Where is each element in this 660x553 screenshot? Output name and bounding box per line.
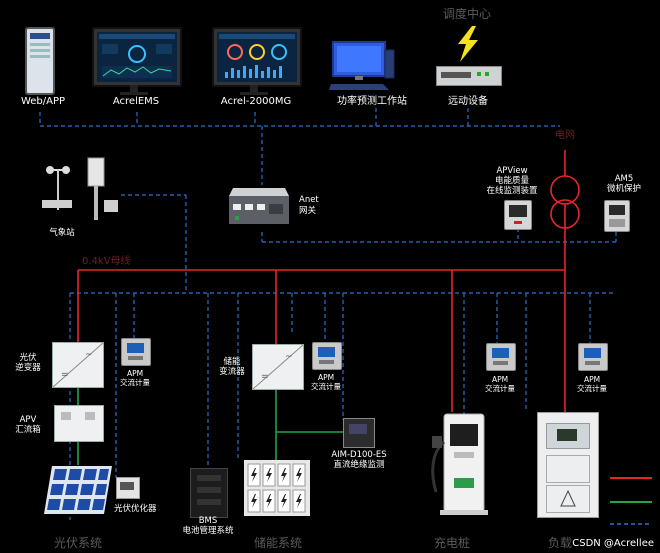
label-ac-meter-1: 交流计量: [120, 378, 150, 387]
ems-monitor-base: [120, 92, 148, 95]
ems-monitor: [92, 27, 182, 87]
storage-converter-icon: =~: [252, 344, 304, 390]
label-apm-1: APM: [126, 369, 144, 378]
label-ac-meter-4: 交流计量: [577, 384, 607, 393]
label-gateway-model: Anet: [299, 195, 319, 205]
svg-text:~: ~: [85, 350, 93, 360]
svg-text:~: ~: [285, 352, 293, 362]
label-aim: 直流绝缘监测: [333, 460, 385, 470]
label-apm-3: APM: [491, 375, 509, 384]
label-forecast: 功率预测工作站: [337, 96, 407, 107]
dc-lines: [77, 386, 343, 465]
label-charger: 充电桩: [433, 536, 471, 550]
apm-meter-icon-3: [486, 343, 516, 371]
am5-device-icon: [604, 200, 630, 232]
mg-monitor: [212, 27, 302, 87]
pv-inverter-icon: =~: [52, 342, 104, 388]
label-grid: 电网: [555, 130, 575, 141]
ev-charger-icon: [424, 412, 494, 516]
label-dispatch: 调度中心: [442, 7, 492, 21]
apview-device-icon: [504, 200, 532, 230]
label-pv-inverter-2: 逆变器: [15, 363, 41, 373]
pv-optimizer-icon: [116, 477, 140, 499]
label-weather: 气象站: [49, 228, 75, 238]
apm-meter-icon-1: [121, 338, 151, 366]
label-am5: 微机保护: [606, 184, 642, 194]
label-apm-2: APM: [317, 373, 335, 382]
label-mg: Acrel-2000MG: [220, 96, 292, 107]
label-gateway: 网关: [299, 206, 317, 216]
label-apview-model: APView: [496, 166, 528, 176]
label-pv-inverter-1: 光伏: [19, 353, 37, 363]
label-pv-optimizer: 光伏优化器: [114, 504, 157, 514]
label-storage-system: 储能系统: [253, 536, 303, 550]
ems-monitor-stand: [130, 85, 138, 93]
label-apv-model: APV: [19, 415, 37, 425]
label-bms-model: BMS: [198, 516, 218, 526]
workstation-icon: [329, 40, 395, 92]
watermark: CSDN @Acrellee: [572, 538, 654, 549]
lightning-icon: [452, 26, 484, 62]
mg-dashboard-icon: [219, 34, 295, 78]
label-pv-system: 光伏系统: [53, 536, 103, 550]
battery-rack-icon: [244, 460, 310, 516]
label-apm-4: APM: [583, 375, 601, 384]
svg-text:=: =: [61, 370, 69, 380]
label-load: 负载: [547, 536, 573, 550]
line-legend: [610, 477, 652, 525]
apm-meter-icon-4: [578, 343, 608, 371]
label-webapp: Web/APP: [20, 96, 66, 107]
label-bms: 电池管理系统: [182, 526, 234, 536]
label-aim-model: AIM-D100-ES: [331, 450, 387, 460]
label-apview-power-quality: 电能质量: [494, 176, 530, 186]
ems-dashboard-icon: [99, 34, 175, 78]
weather-station-icon: [40, 156, 122, 220]
load-cabinet-icon: [537, 412, 599, 518]
ac-lines: [77, 150, 580, 418]
label-ac-meter-2: 交流计量: [311, 382, 341, 391]
comm-lines: [39, 108, 617, 520]
label-am5-model: AM5: [614, 174, 634, 184]
mg-monitor-stand: [250, 85, 258, 93]
apm-meter-icon-2: [312, 342, 342, 370]
gateway-device-icon: [225, 186, 291, 228]
svg-text:=: =: [261, 372, 269, 382]
mobile-app-device: [25, 27, 55, 95]
label-ac-meter-3: 交流计量: [485, 384, 515, 393]
label-apview-monitor: 在线监测装置: [486, 186, 538, 196]
aim-device-icon: [343, 418, 375, 448]
label-remote: 远动设备: [448, 96, 488, 107]
label-ems: AcrelEMS: [112, 96, 160, 107]
apv-combiner-icon: [54, 405, 104, 442]
mg-monitor-base: [240, 92, 268, 95]
label-apv: 汇流箱: [15, 425, 41, 435]
solar-panel-icon: [44, 466, 112, 514]
bms-device-icon: [190, 468, 228, 518]
remote-device-icon: [436, 66, 502, 86]
label-storage-conv-2: 变流器: [219, 367, 245, 377]
label-storage-conv-1: 储能: [223, 357, 241, 367]
label-bus: 0.4kV母线: [82, 256, 131, 267]
